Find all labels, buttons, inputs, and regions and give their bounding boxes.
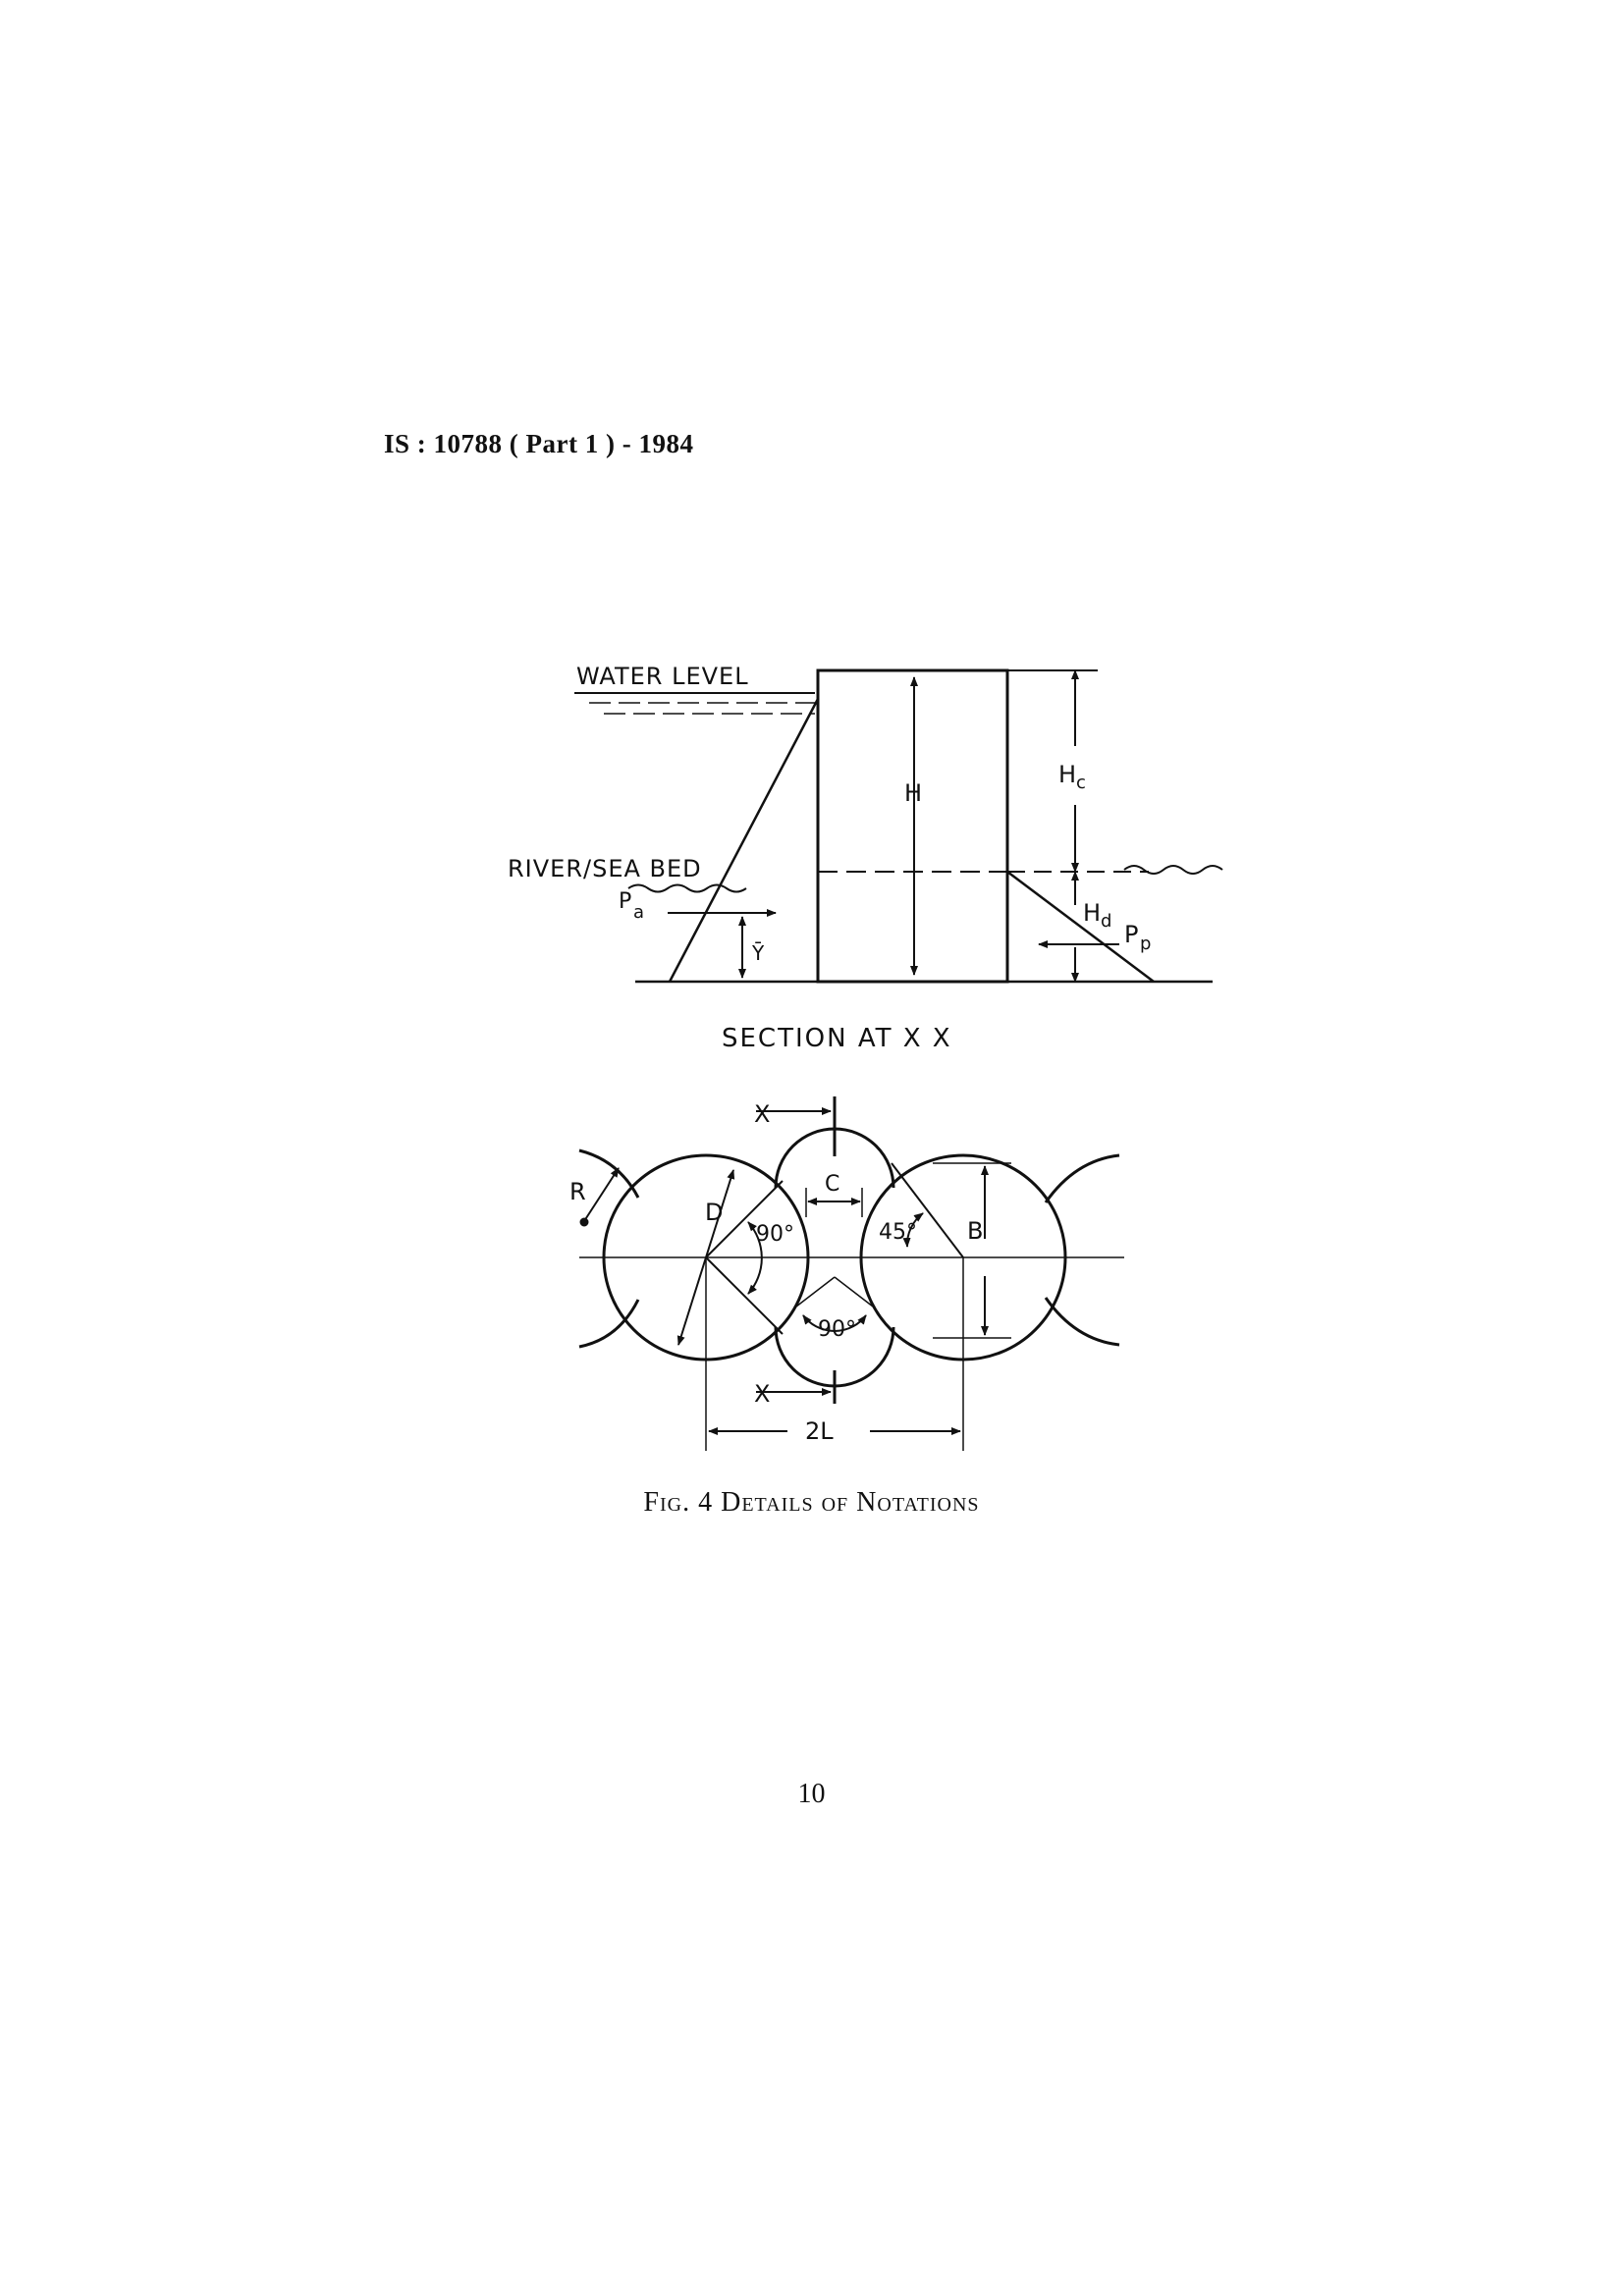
- b-label: B: [967, 1217, 983, 1245]
- water-level-label: WATER LEVEL: [576, 663, 749, 690]
- river-bed-label: RIVER/SEA BED: [508, 855, 702, 882]
- ybar-label: Ȳ: [751, 941, 765, 965]
- hd-subscript: d: [1101, 911, 1111, 932]
- arc-cell-bottom: [774, 1326, 895, 1388]
- hd-label: H: [1083, 899, 1101, 927]
- pp-label: P: [1124, 921, 1138, 948]
- outer-arc-left-bottom: [578, 1299, 640, 1349]
- arc-cell-top: [774, 1127, 895, 1189]
- pa-subscript: a: [633, 902, 644, 923]
- pa-label: P: [619, 889, 631, 914]
- r-dimension: [583, 1167, 620, 1222]
- pp-subscript: p: [1140, 934, 1151, 954]
- left-slope: [668, 698, 820, 983]
- outer-arc-right-top: [1044, 1153, 1120, 1203]
- h-label: H: [904, 779, 922, 807]
- angle-90-bottom: 90°: [818, 1317, 856, 1342]
- cell-wall: [816, 668, 1009, 984]
- x-top-label: X: [754, 1100, 770, 1128]
- outer-arc-right-bottom: [1044, 1297, 1120, 1347]
- wavy-bed-left: [627, 883, 747, 893]
- page-number: 10: [797, 1779, 826, 1809]
- wavy-bed-right: [1123, 865, 1223, 875]
- standard-reference: IS : 10788 ( Part 1 ) - 1984: [384, 429, 694, 458]
- figure-caption: Fig. 4 Details of Notations: [643, 1487, 980, 1518]
- x-bottom-label: X: [754, 1380, 770, 1408]
- section-drawing: [574, 668, 1223, 984]
- passive-slope: [1006, 871, 1155, 983]
- section-title: SECTION AT X X: [722, 1024, 952, 1053]
- r-label: R: [569, 1178, 586, 1205]
- hc-label: H: [1058, 761, 1076, 788]
- c-label: C: [825, 1172, 839, 1197]
- hc-subscript: c: [1076, 773, 1086, 793]
- angle-45: 45°: [879, 1220, 917, 1245]
- plan-drawing: [578, 1096, 1124, 1451]
- outer-arc-left-top: [578, 1148, 640, 1199]
- two-l-label: 2L: [805, 1417, 834, 1445]
- d-label: D: [705, 1199, 723, 1226]
- angle-90-left: 90°: [756, 1222, 794, 1247]
